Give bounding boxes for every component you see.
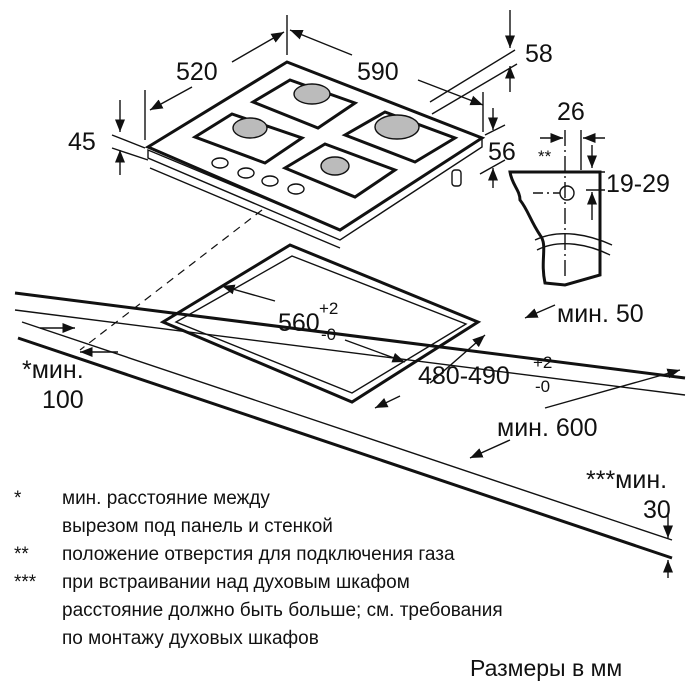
- gas-connector: [451, 169, 462, 187]
- grate-front-right: [281, 142, 399, 199]
- dim-560-tol-minus: -0: [321, 325, 336, 344]
- hob: [144, 60, 486, 249]
- dim-56: 56: [488, 138, 516, 166]
- dim-min-50: мин. 50: [557, 300, 644, 328]
- gas-mark: **: [538, 147, 552, 166]
- burner-front-left: [232, 117, 268, 139]
- dim-480-490-tol-plus: +2: [533, 353, 552, 372]
- grate-back-left: [249, 78, 359, 130]
- dim-520: 520: [176, 58, 218, 86]
- dim-560: 560: [278, 309, 320, 337]
- dim-480-490: 480-490: [418, 362, 510, 390]
- dim-min-30-value: 30: [643, 496, 671, 524]
- dim-26: 26: [557, 98, 585, 126]
- dim-560-tol-plus: +2: [319, 299, 338, 318]
- footnote-text: положение отверстия для подключения газа: [62, 544, 455, 565]
- dim-min-100-value: 100: [42, 386, 84, 414]
- dim-590: 590: [357, 58, 399, 86]
- burner-back-right: [374, 114, 420, 140]
- cutout: [159, 243, 482, 404]
- dim-480-490-tol-minus: -0: [535, 377, 550, 396]
- units-caption: Размеры в мм: [470, 655, 622, 681]
- projection-line: [79, 209, 263, 351]
- footnotes: * мин. расстояние между вырезом под пане…: [14, 488, 503, 649]
- footnote-mark: ***: [14, 572, 37, 593]
- footnote-text: расстояние должно быть больше; см. требо…: [62, 600, 503, 621]
- grate-back-right: [341, 110, 459, 164]
- burner-front-right: [320, 156, 350, 176]
- burner-back-left: [293, 83, 331, 105]
- dim-58: 58: [525, 40, 553, 68]
- dim-min-30-label: ***мин.: [586, 466, 667, 494]
- footnote-mark: *: [14, 488, 22, 509]
- countertop: [14, 291, 686, 560]
- footnote-text: по монтажу духовых шкафов: [62, 628, 319, 649]
- control-knobs: [211, 157, 305, 195]
- gas-hole: [559, 185, 575, 201]
- dim-min-600: мин. 600: [497, 414, 598, 442]
- dim-min-100-label: *мин.: [22, 356, 84, 384]
- dim-45: 45: [68, 128, 96, 156]
- gas-connection-detail: [508, 170, 613, 287]
- footnote-mark: **: [14, 544, 29, 565]
- footnote-text: при встраивании над духовым шкафом: [62, 572, 410, 593]
- dimension-lines: [40, 10, 681, 578]
- dim-19-29: 19-29: [606, 170, 670, 198]
- footnote-text: мин. расстояние между: [62, 488, 270, 509]
- grate-front-left: [191, 112, 306, 165]
- footnote-text: вырезом под панель и стенкой: [62, 516, 333, 537]
